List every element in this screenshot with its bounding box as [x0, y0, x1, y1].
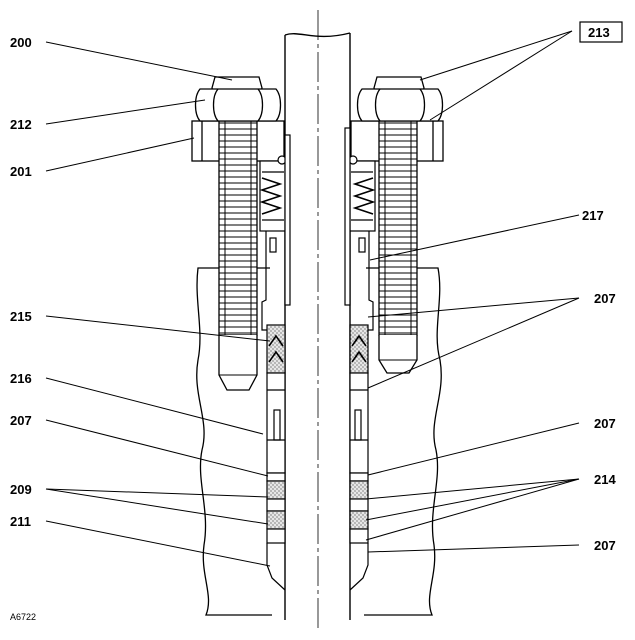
callout-211: 211	[10, 514, 31, 529]
left-bore-internals	[259, 134, 291, 591]
figure-id: A6722	[10, 612, 36, 622]
callout-207-right-mid: 207	[594, 416, 616, 431]
callout-201: 201	[10, 164, 32, 179]
callout-216: 216	[10, 371, 32, 386]
left-hex-nut	[194, 76, 282, 122]
bonnet-housing	[196, 267, 442, 616]
right-stud	[378, 120, 418, 374]
callout-213-box	[579, 21, 623, 43]
valve-stem	[284, 32, 351, 620]
callout-217: 217	[582, 208, 604, 223]
callout-209: 209	[10, 482, 32, 497]
callout-214: 214	[594, 472, 616, 487]
right-hex-nut	[356, 76, 444, 122]
callout-213: 213	[588, 25, 610, 40]
right-bore-internals	[344, 127, 376, 591]
callout-207-right-top: 207	[594, 291, 616, 306]
callout-207-right-bottom: 207	[594, 538, 616, 553]
callout-207-left: 207	[10, 413, 32, 428]
callout-215: 215	[10, 309, 32, 324]
leader-lines	[45, 30, 580, 567]
callout-212: 212	[10, 117, 32, 132]
left-stud	[218, 120, 258, 391]
callout-200: 200	[10, 35, 32, 50]
callout-labels: 200 212 201 215 216 207 209 211 213 217 …	[10, 25, 616, 553]
